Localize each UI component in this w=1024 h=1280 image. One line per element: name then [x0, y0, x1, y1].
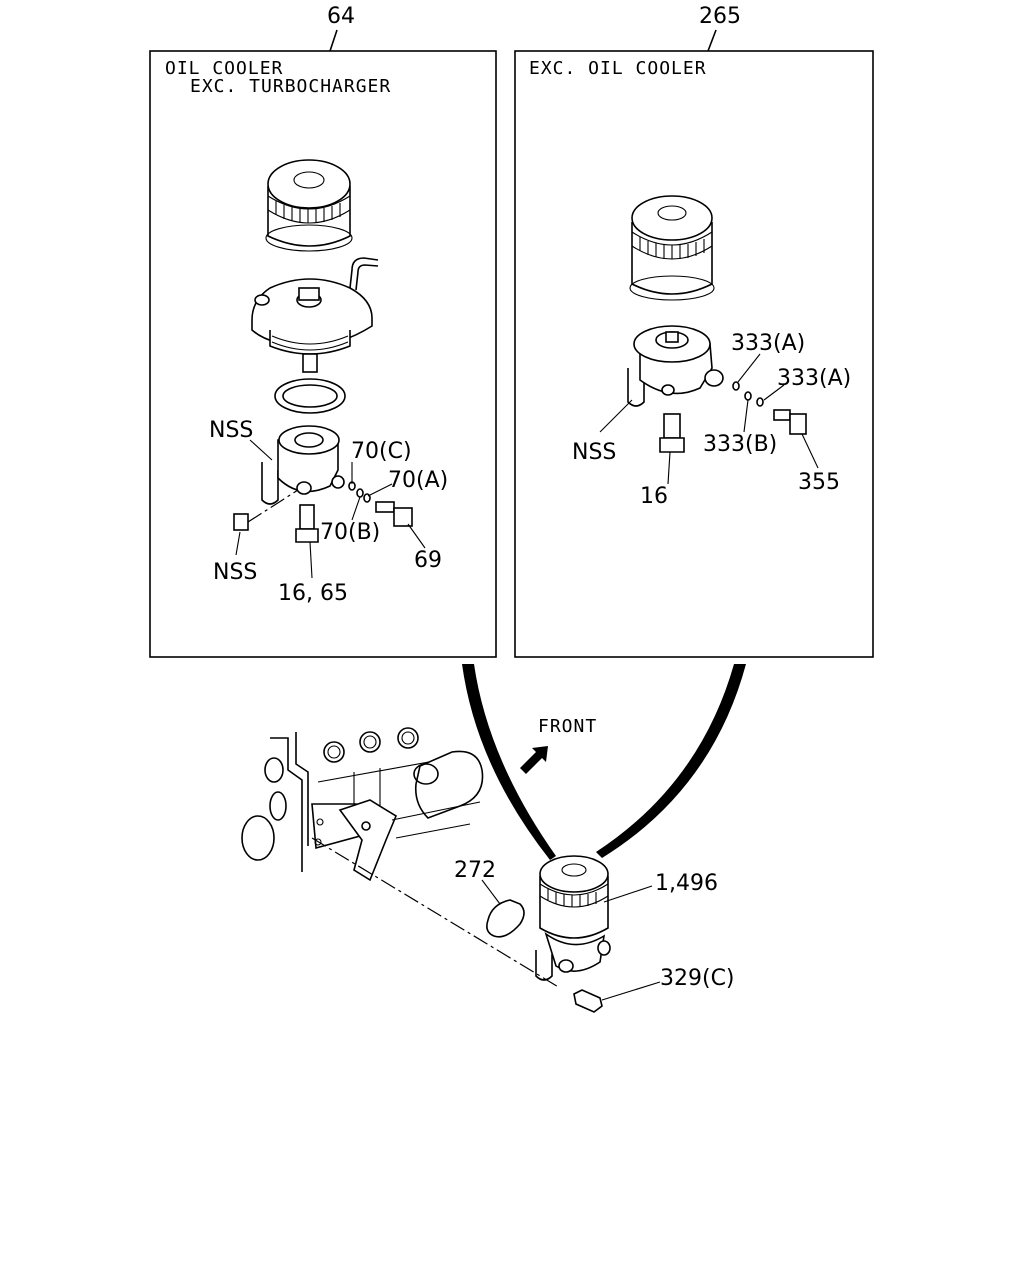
label-nss-upper[interactable]: NSS — [209, 418, 253, 443]
panel-left-frame — [149, 50, 497, 658]
label-16-65[interactable]: 16, 65 — [278, 581, 348, 606]
engine-filter-assembly-drawing — [311, 837, 611, 1013]
label-69[interactable]: 69 — [414, 548, 442, 573]
right-bolt-drawing — [659, 413, 685, 453]
panel-left-ref-number[interactable]: 64 — [327, 4, 355, 29]
engine-leaders — [481, 879, 661, 1001]
panel-right-frame — [514, 50, 874, 658]
panel-left-heading-line1: OIL COOLER — [165, 58, 283, 79]
left-bolt-drawing — [295, 504, 319, 543]
left-plug-drawing — [233, 489, 299, 531]
label-333b[interactable]: 333(B) — [703, 432, 777, 457]
label-333a-second[interactable]: 333(A) — [777, 366, 851, 391]
panel-right-leaders — [599, 353, 819, 485]
left-gasket-ring-drawing — [274, 378, 346, 414]
label-329c[interactable]: 329(C) — [660, 966, 735, 991]
right-orings-drawing — [732, 381, 807, 435]
label-333a-first[interactable]: 333(A) — [731, 331, 805, 356]
engine-block-drawing — [241, 727, 484, 882]
label-16[interactable]: 16 — [640, 484, 668, 509]
panel-left-heading-line2: EXC. TURBOCHARGER — [190, 76, 391, 97]
panel-right: 265 EXC. OIL COOLER — [514, 4, 874, 658]
label-nss-right[interactable]: NSS — [572, 440, 616, 465]
label-70b[interactable]: 70(B) — [320, 520, 380, 545]
label-272[interactable]: 272 — [454, 858, 496, 883]
left-orings-drawing — [348, 481, 413, 527]
right-filter-base-drawing — [627, 325, 724, 407]
panel-left-ref-leader — [329, 29, 338, 52]
left-oil-filter-drawing — [265, 159, 353, 252]
panel-left-leaders — [235, 439, 426, 579]
front-arrow-icon — [520, 746, 548, 774]
left-filter-base-drawing — [261, 425, 345, 505]
callout-wedges — [462, 664, 746, 860]
panel-right-ref-number[interactable]: 265 — [699, 4, 741, 29]
panel-right-ref-leader — [707, 29, 717, 52]
engine-overview: FRONT — [241, 716, 735, 1013]
panel-right-heading: EXC. OIL COOLER — [529, 58, 707, 79]
front-label: FRONT — [538, 716, 597, 737]
label-70c[interactable]: 70(C) — [351, 439, 412, 464]
label-355[interactable]: 355 — [798, 470, 840, 495]
label-1496[interactable]: 1,496 — [655, 871, 718, 896]
label-nss-lower[interactable]: NSS — [213, 560, 257, 585]
label-70a[interactable]: 70(A) — [388, 468, 448, 493]
left-oil-cooler-drawing — [251, 257, 379, 373]
right-oil-filter-drawing — [629, 195, 715, 301]
panel-left: 64 OIL COOLER EXC. TURBOCHARGER — [149, 4, 497, 658]
